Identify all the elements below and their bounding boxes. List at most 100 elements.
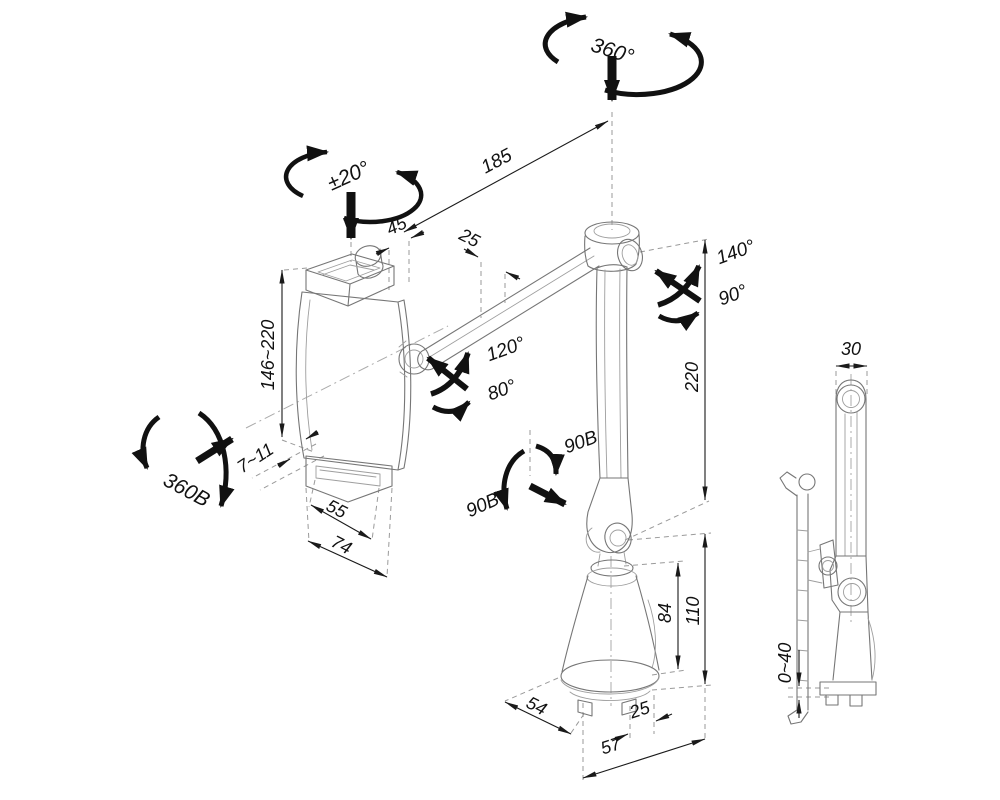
lower-joint — [585, 477, 633, 567]
side-ball-inner — [822, 560, 834, 572]
ext-55-left — [308, 479, 316, 508]
ref-84-bottom — [651, 669, 687, 676]
arrow-25b-right — [655, 713, 673, 722]
dim-57: 57 — [582, 733, 706, 779]
side-holder-hook-bottom — [787, 709, 809, 725]
dim-arm-length: 185 — [403, 120, 609, 233]
side-holder — [779, 471, 839, 725]
ext-55-right — [371, 487, 380, 541]
arrow-45-right — [410, 229, 425, 239]
elbow-arc-90 — [657, 310, 700, 332]
side-lower-pivot-inner — [843, 583, 861, 601]
label-90B-left: 90B — [463, 489, 503, 522]
lower-pivot — [604, 522, 632, 554]
joint-cap — [584, 221, 640, 245]
side-arm — [835, 379, 867, 557]
base-collar-2 — [586, 567, 638, 587]
dimline-74 — [307, 540, 388, 578]
label-0-40: 0~40 — [775, 643, 795, 684]
rotation-arc-left — [542, 11, 588, 65]
ball-neck — [398, 340, 408, 378]
side-cone-lip — [867, 617, 876, 681]
arrow-25t-right — [505, 271, 521, 281]
side-cone — [832, 611, 873, 681]
side-arm-top-pivot-inner — [842, 390, 860, 408]
base-collar — [590, 559, 634, 577]
arrow-45-left — [375, 247, 390, 257]
side-holder-roller — [798, 473, 816, 491]
dim-rotation-holder: 360B — [131, 410, 235, 512]
ext-54-right — [570, 713, 585, 734]
tilt-arc-left — [283, 145, 329, 199]
side-ball-joint — [818, 556, 838, 576]
elbow-arrow-straight — [654, 268, 702, 304]
dim-74: 74 — [307, 531, 388, 578]
ext-clampdepth-2 — [259, 455, 325, 491]
label-360-holder: 360B — [159, 468, 213, 511]
side-link — [807, 548, 823, 584]
label-110: 110 — [683, 597, 703, 626]
dim-220: 220 — [682, 239, 708, 501]
lower-pivot-inner — [609, 529, 627, 547]
side-clamp-plate — [819, 681, 877, 696]
label-25-top: 25 — [455, 224, 484, 252]
dimline-57 — [582, 738, 706, 779]
label-55: 55 — [323, 495, 351, 522]
dimline-185 — [403, 120, 609, 233]
side-base — [819, 611, 877, 707]
rotation-arc-right — [604, 31, 704, 98]
annotations: 360° ±20° 185 45 25 140° 90° — [131, 11, 868, 779]
label-220: 220 — [682, 362, 702, 393]
label-90: 90° — [716, 281, 751, 311]
dim-25-top: 25 — [455, 224, 521, 281]
knob-side — [355, 248, 384, 279]
ext-220-bottom — [624, 500, 710, 541]
arrow-711-right — [305, 429, 319, 440]
lower-fork — [586, 477, 633, 554]
top-joint — [584, 221, 643, 272]
dim-30: 30 — [835, 339, 868, 369]
holder-arrow-curved — [430, 351, 471, 397]
base-feet — [577, 698, 637, 717]
side-arm-tube — [835, 379, 867, 557]
base-lip — [647, 599, 656, 669]
ext-height-bottom — [281, 439, 315, 453]
bracket-bottom-body — [305, 455, 393, 503]
dim-swivel: 90B 90B — [463, 427, 601, 522]
base-skirt — [560, 659, 660, 693]
ref-110-top — [627, 532, 712, 541]
joint-cap-inner — [593, 223, 631, 239]
column-detail — [604, 268, 622, 479]
label-80: 80° — [485, 376, 520, 406]
holder-bottom-bracket — [305, 455, 393, 503]
holder-rot-arrow — [195, 436, 234, 464]
side-holder-hook-top — [779, 471, 798, 497]
dim-rotation-top: 360° — [542, 11, 704, 102]
base — [560, 559, 660, 717]
ref-110-bottom — [651, 684, 713, 691]
label-84: 84 — [655, 603, 675, 623]
label-146-220: 146~220 — [258, 320, 278, 391]
side-arm-detail — [844, 411, 858, 557]
dim-elbow-angles: 140° 90° — [654, 236, 758, 332]
dim-desk-thickness: 0~40 — [775, 643, 802, 718]
bracket-bottom-slot — [315, 465, 381, 487]
label-120: 120° — [484, 333, 528, 366]
ext-54-left — [504, 677, 559, 702]
ext-74-left — [305, 487, 310, 543]
arrow-711-left — [277, 458, 291, 469]
swivel-arrow — [528, 482, 567, 508]
bracket-slot — [317, 259, 381, 282]
vertical-column — [595, 264, 629, 479]
ext-height-top — [283, 267, 308, 271]
dim-25-bottom: 25 — [611, 697, 673, 742]
holder-rot-arc-left — [131, 414, 161, 470]
holder-arrow-straight — [426, 355, 469, 392]
panel-curve — [305, 299, 313, 451]
column-tube — [595, 264, 629, 479]
elbow-arrow-curved — [657, 264, 702, 308]
holder-arc-80 — [431, 400, 471, 422]
ext-220-top — [639, 238, 710, 253]
